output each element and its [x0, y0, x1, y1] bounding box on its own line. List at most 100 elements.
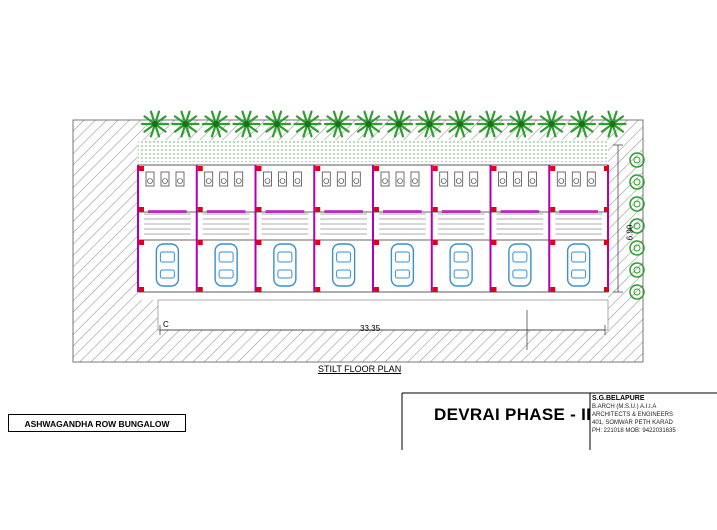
dimension-lines — [159, 144, 623, 350]
side-tree — [629, 196, 645, 212]
car — [508, 243, 532, 287]
fixture — [380, 171, 390, 187]
unit — [254, 165, 309, 292]
tree — [537, 110, 566, 138]
side-tree — [629, 152, 645, 168]
fixture — [498, 171, 507, 187]
tree — [323, 110, 353, 138]
column — [256, 166, 262, 171]
car-rear-window — [512, 269, 528, 279]
tree-center — [426, 121, 433, 127]
side-tree-inner — [633, 288, 641, 296]
column — [139, 166, 144, 171]
site-paving — [72, 119, 644, 363]
beam — [148, 210, 187, 213]
fixture-bowl — [338, 178, 345, 184]
beam — [500, 210, 540, 213]
beam — [324, 210, 363, 213]
fixture-bowl — [455, 178, 462, 184]
architect-line: PH: 221018 MOB: 9422031635 — [592, 428, 676, 434]
car-windshield — [218, 251, 234, 263]
fixture — [145, 171, 155, 187]
column — [139, 287, 144, 292]
car-windshield — [571, 251, 587, 263]
tree — [476, 110, 505, 138]
fixture — [454, 171, 464, 187]
tree-center — [609, 121, 616, 127]
tree-center — [396, 121, 402, 127]
fixture — [586, 171, 596, 187]
fixture — [204, 171, 214, 187]
side-tree-inner — [633, 200, 641, 208]
column — [256, 240, 262, 245]
column — [197, 240, 203, 245]
car-rear-window — [453, 269, 469, 279]
column — [491, 166, 497, 171]
architect-block: S.G.BELAPURE B.ARCH (M.S.U.) A.I.I.A ARC… — [592, 395, 676, 435]
fixture — [219, 171, 229, 187]
fixture — [160, 171, 170, 187]
car-rear-window — [218, 269, 234, 279]
tree-center — [365, 121, 372, 127]
side-tree-inner — [633, 222, 641, 230]
unit — [372, 165, 426, 292]
fixture-bowl — [529, 178, 536, 184]
tree-center — [274, 121, 280, 127]
car-windshield — [512, 251, 528, 263]
length-dimension-label: 33.35 — [360, 324, 381, 333]
side-tree — [629, 218, 645, 234]
fixture — [321, 171, 331, 187]
beam — [383, 210, 422, 213]
tree-center — [304, 121, 311, 127]
fixture-bowl — [323, 178, 330, 184]
tree-center — [182, 121, 189, 127]
tree — [384, 110, 414, 138]
fixture — [469, 171, 479, 187]
tree — [445, 110, 475, 138]
tree — [232, 110, 261, 138]
fixture — [175, 171, 185, 187]
tree — [262, 110, 292, 138]
car — [214, 243, 238, 287]
column — [491, 207, 497, 212]
car-windshield — [453, 251, 469, 263]
car — [566, 243, 591, 287]
architect-line: ARCHITECTS & ENGINEERS — [592, 412, 674, 418]
car-rear-window — [159, 269, 175, 279]
fixture-bowl — [220, 178, 227, 184]
project-name: DEVRAI PHASE - II — [434, 405, 592, 424]
fixture-bowl — [205, 178, 212, 184]
fixture-bowl — [412, 178, 418, 184]
column — [550, 240, 556, 245]
column — [315, 287, 321, 292]
tree-center — [152, 121, 158, 127]
fixture — [293, 171, 302, 187]
column — [374, 287, 379, 292]
fixture — [439, 171, 449, 187]
fixture — [234, 171, 244, 187]
fixture-bowl — [279, 178, 286, 184]
architect-name: S.G.BELAPURE — [592, 395, 645, 402]
fixture — [528, 171, 537, 187]
title-block — [401, 392, 717, 450]
column — [432, 207, 438, 212]
car-rear-window — [336, 269, 352, 279]
tree — [140, 110, 170, 138]
car-windshield — [336, 251, 352, 263]
fixture — [263, 171, 272, 187]
car-windshield — [159, 251, 175, 263]
grid-mark-label: C — [163, 320, 169, 329]
fixture — [351, 171, 361, 187]
tree — [201, 110, 231, 138]
column — [550, 287, 556, 292]
architect-line: B.ARCH (M.S.U.) A.I.I.A — [592, 404, 657, 410]
column — [491, 287, 497, 292]
column — [197, 207, 203, 212]
column — [315, 166, 321, 171]
column — [604, 207, 609, 212]
fixture-bowl — [558, 178, 565, 184]
fixture — [336, 171, 346, 187]
side-tree — [629, 262, 645, 278]
fixture — [395, 171, 405, 187]
